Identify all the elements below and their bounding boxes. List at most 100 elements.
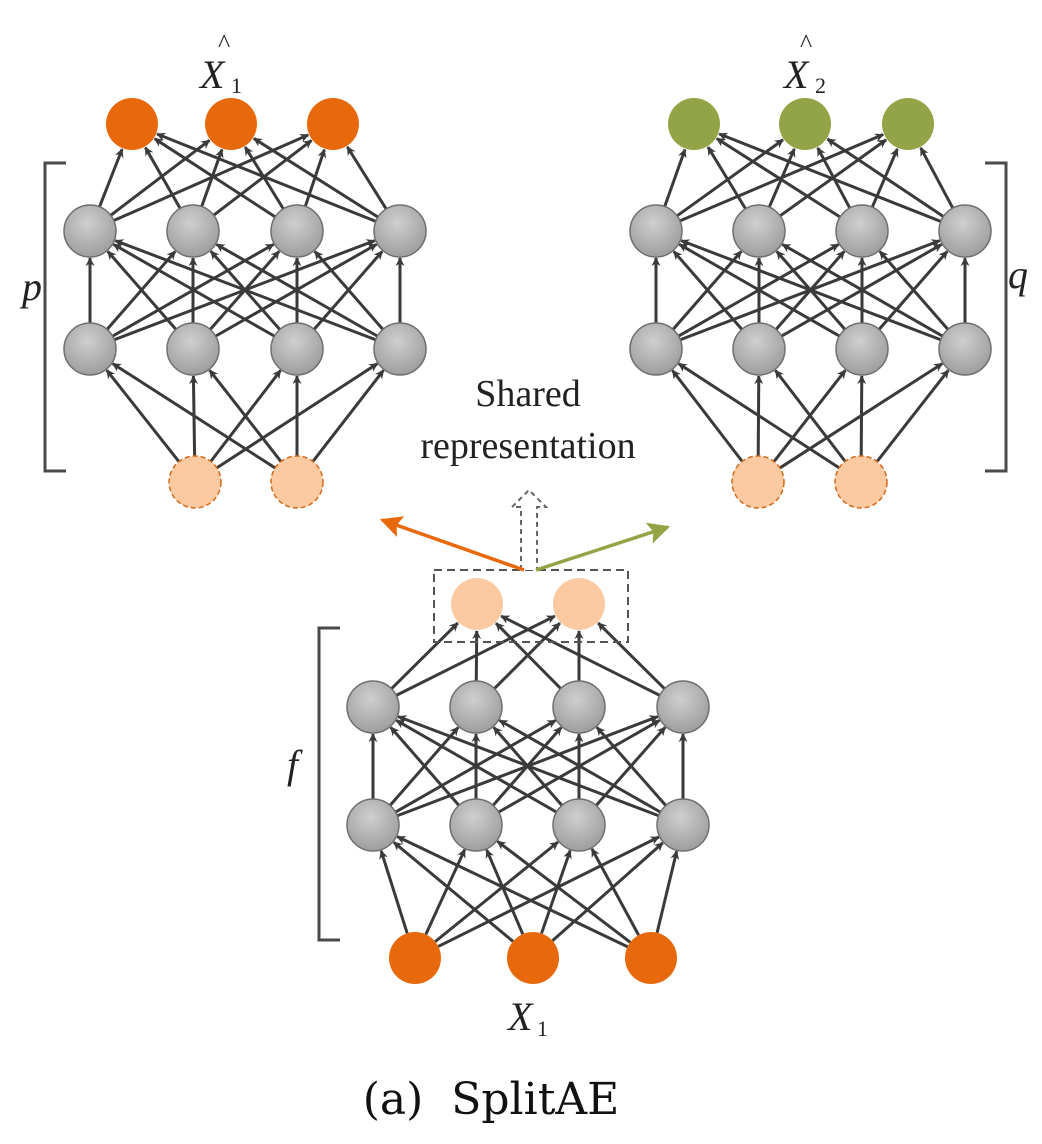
network-edge <box>540 849 572 934</box>
network-edge <box>389 726 461 807</box>
network-edge <box>496 840 632 944</box>
network-edge <box>114 239 377 342</box>
nodes-layer <box>63 98 992 984</box>
network-edge <box>112 243 276 338</box>
decoder-right-output-node <box>882 98 934 150</box>
network-edge <box>311 369 385 463</box>
decoder-right-hidden-node <box>629 204 683 258</box>
network-edge <box>706 146 747 210</box>
decoder-left-hidden-node <box>373 322 427 376</box>
encoder-input-node <box>507 932 559 984</box>
network-edge <box>500 614 661 697</box>
network-edge <box>379 849 409 934</box>
decoder-left-subscript: 1 <box>231 73 242 98</box>
split-arrow-left <box>379 516 525 572</box>
decoder-left-output-node <box>106 98 158 150</box>
network-edge <box>671 369 744 463</box>
decoder-left-hidden-node <box>63 204 117 258</box>
decoder-left-hidden-node <box>166 322 220 376</box>
network-edge <box>826 137 945 218</box>
decoder-left-label: p <box>19 264 42 309</box>
network-edge <box>253 137 379 219</box>
network-edge <box>878 250 950 331</box>
encoder-hidden-node <box>656 680 710 734</box>
network-edge <box>390 621 459 690</box>
network-edge <box>106 250 178 331</box>
encoder-label: f <box>287 742 303 787</box>
decoder-left-output-node <box>307 98 359 150</box>
decoder-right-output-label: ^ X 2 <box>782 29 826 98</box>
decoder-right-symbol: X <box>782 52 810 97</box>
encoder-input-symbol: X <box>506 994 534 1039</box>
network-edge <box>680 239 942 342</box>
network-edge <box>597 621 666 690</box>
encoder-input-subscript: 1 <box>537 1016 548 1041</box>
decoder-right-subscript: 2 <box>815 73 826 98</box>
network-edge <box>767 147 796 208</box>
decoder-right-latent-node <box>731 455 785 509</box>
network-edge <box>677 362 841 470</box>
network-edge <box>551 841 664 942</box>
network-edge <box>111 362 276 470</box>
decoder-right-hidden-node <box>732 204 786 258</box>
network-edge <box>98 148 124 208</box>
decoder-left-hidden-node <box>270 204 324 258</box>
decoder-right-hidden-node <box>938 204 992 258</box>
decoder-right-hidden-node <box>938 322 992 376</box>
network-edge <box>678 243 841 338</box>
encoder-hidden-node <box>346 680 400 734</box>
decoder-left-hidden-node <box>270 322 324 376</box>
network-edge <box>313 250 385 331</box>
decoder-left-hidden-node <box>63 322 117 376</box>
decoder-left-hidden-node <box>166 204 220 258</box>
decoder-left-hidden-node <box>373 204 427 258</box>
network-edge <box>494 622 562 690</box>
network-edge <box>153 137 277 219</box>
decoder-left-latent-node <box>270 455 324 509</box>
decoder-right-output-node <box>668 98 720 150</box>
encoder-latent-node <box>451 578 503 630</box>
decoder-right-hidden-node <box>732 322 786 376</box>
network-edge <box>434 840 559 943</box>
decoder-right-hidden-node <box>629 322 683 376</box>
decoder-left-hat: ^ <box>218 29 230 58</box>
decoder-left-output-node <box>205 98 257 150</box>
network-edge <box>397 715 660 818</box>
decoder-right-hidden-node <box>835 204 889 258</box>
network-edge <box>655 850 680 934</box>
network-edge <box>919 147 955 209</box>
decoder-right-bracket <box>985 161 1008 473</box>
decoder-left-symbol: X <box>198 52 226 97</box>
network-edge <box>424 848 467 935</box>
split-arrow-right <box>535 522 671 572</box>
encoder-input-label: X 1 <box>506 994 548 1041</box>
figure-caption: (a) SplitAE <box>363 1074 620 1125</box>
network-edge <box>774 369 847 463</box>
network-edge <box>109 139 211 217</box>
network-edge <box>498 719 662 814</box>
decoder-right-latent-node <box>834 455 888 509</box>
network-edge <box>392 841 514 943</box>
network-edge <box>857 375 867 457</box>
network-edge <box>215 243 379 338</box>
network-edge <box>144 146 182 210</box>
network-edge <box>590 847 640 936</box>
edges-layer <box>85 132 970 949</box>
network-edge <box>663 148 687 208</box>
encoder-hidden-node <box>449 798 503 852</box>
shared-representation-label-line1: Shared <box>475 373 581 415</box>
network-edge <box>395 719 558 814</box>
network-edge <box>781 243 944 338</box>
shared-representation-label-line2: representation <box>420 425 635 467</box>
network-edge <box>105 369 181 463</box>
encoder-input-node <box>625 932 677 984</box>
encoder-latent-node <box>553 578 605 630</box>
decoder-right-hidden-node <box>835 322 889 376</box>
encoder-hidden-node <box>346 798 400 852</box>
network-edge <box>156 132 377 223</box>
network-edge <box>208 369 283 463</box>
network-edge <box>875 369 950 463</box>
network-edge <box>485 848 525 935</box>
decoder-left-latent-node <box>168 455 222 509</box>
